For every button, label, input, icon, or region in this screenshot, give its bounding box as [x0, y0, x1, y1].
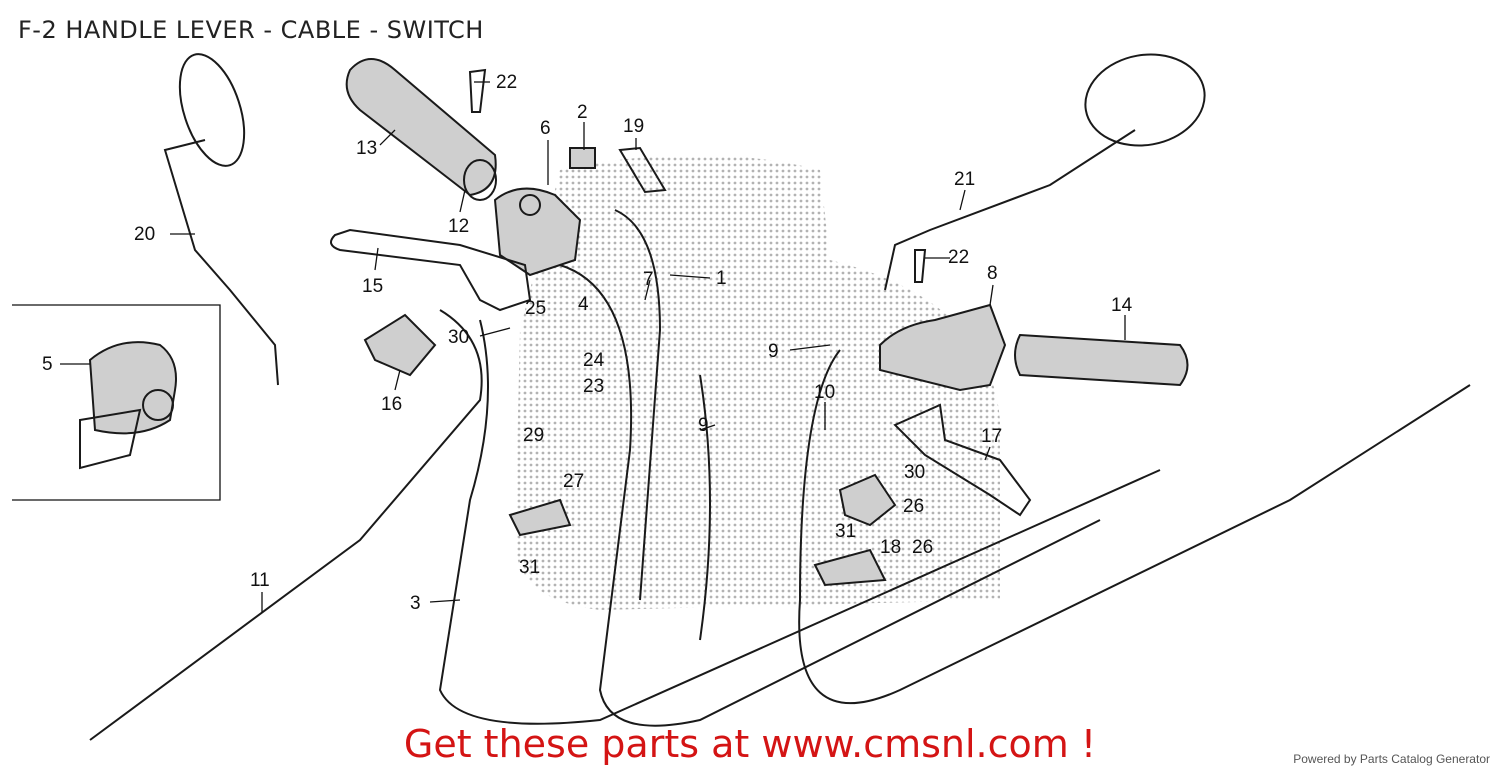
- callout-22-left: 22: [496, 72, 517, 93]
- part-22-bolt-right[interactable]: [914, 249, 927, 283]
- powered-by-note: Powered by Parts Catalog Generator: [1293, 752, 1490, 766]
- part-13-left-grip[interactable]: [345, 58, 497, 201]
- callout-17: 17: [981, 426, 1002, 447]
- part-19-tag[interactable]: [618, 146, 667, 194]
- part-8-right-switch[interactable]: [879, 303, 1007, 392]
- callout-6: 6: [540, 118, 551, 139]
- callout-27: 27: [563, 471, 584, 492]
- cables: [89, 209, 1471, 741]
- inset-box: [12, 304, 221, 501]
- callout-9-lower: 9: [698, 415, 709, 436]
- callout-4: 4: [578, 294, 589, 315]
- promo-link[interactable]: Get these parts at www.cmsnl.com !: [403, 722, 1097, 766]
- callout-25: 25: [525, 298, 546, 319]
- callout-13: 13: [356, 138, 377, 159]
- callout-9-upper: 9: [768, 341, 779, 362]
- part-14-right-grip[interactable]: [1014, 333, 1189, 387]
- part-5-switch-housing[interactable]: [79, 341, 177, 470]
- callout-24: 24: [583, 350, 605, 371]
- callout-30-right: 30: [904, 462, 925, 483]
- callout-5: 5: [42, 354, 53, 375]
- part-31-clamp-left[interactable]: [508, 498, 572, 537]
- leader-lines: [60, 81, 1126, 612]
- part-21-right-mirror[interactable]: [884, 45, 1212, 291]
- callout-31-left: 31: [519, 557, 540, 578]
- part-22-bolt-left[interactable]: [468, 68, 487, 113]
- part-16-holder[interactable]: [363, 313, 437, 377]
- callout-12: 12: [448, 216, 469, 237]
- callout-1: 1: [716, 268, 727, 289]
- part-15-clutch-lever[interactable]: [330, 228, 532, 312]
- callout-11: 11: [250, 570, 270, 591]
- callout-22-right: 22: [948, 247, 969, 268]
- callout-19: 19: [623, 116, 644, 137]
- callout-18: 18: [880, 537, 901, 558]
- part-31-clamp-right[interactable]: [813, 548, 887, 587]
- callout-21: 21: [954, 169, 975, 190]
- callout-3: 3: [410, 593, 421, 614]
- callout-16: 16: [381, 394, 402, 415]
- callout-26-upper: 26: [903, 496, 924, 517]
- part-17-brake-lever[interactable]: [893, 403, 1032, 517]
- callout-20: 20: [134, 224, 155, 245]
- callout-10: 10: [814, 382, 835, 403]
- part-18-holder[interactable]: [838, 473, 897, 527]
- callout-7: 7: [643, 269, 654, 290]
- callout-26-lower: 26: [912, 537, 933, 558]
- callout-29: 29: [523, 425, 544, 446]
- diagram-title: F-2 HANDLE LEVER - CABLE - SWITCH: [18, 16, 484, 44]
- callout-15: 15: [362, 276, 383, 297]
- callout-23: 23: [583, 376, 604, 397]
- callout-14: 14: [1111, 295, 1133, 316]
- callout-2: 2: [577, 102, 588, 123]
- part-2-clip[interactable]: [569, 147, 596, 169]
- callout-31-right: 31: [835, 521, 856, 542]
- callout-30-left: 30: [448, 327, 469, 348]
- callout-8: 8: [987, 263, 998, 284]
- part-20-left-mirror[interactable]: [163, 46, 279, 386]
